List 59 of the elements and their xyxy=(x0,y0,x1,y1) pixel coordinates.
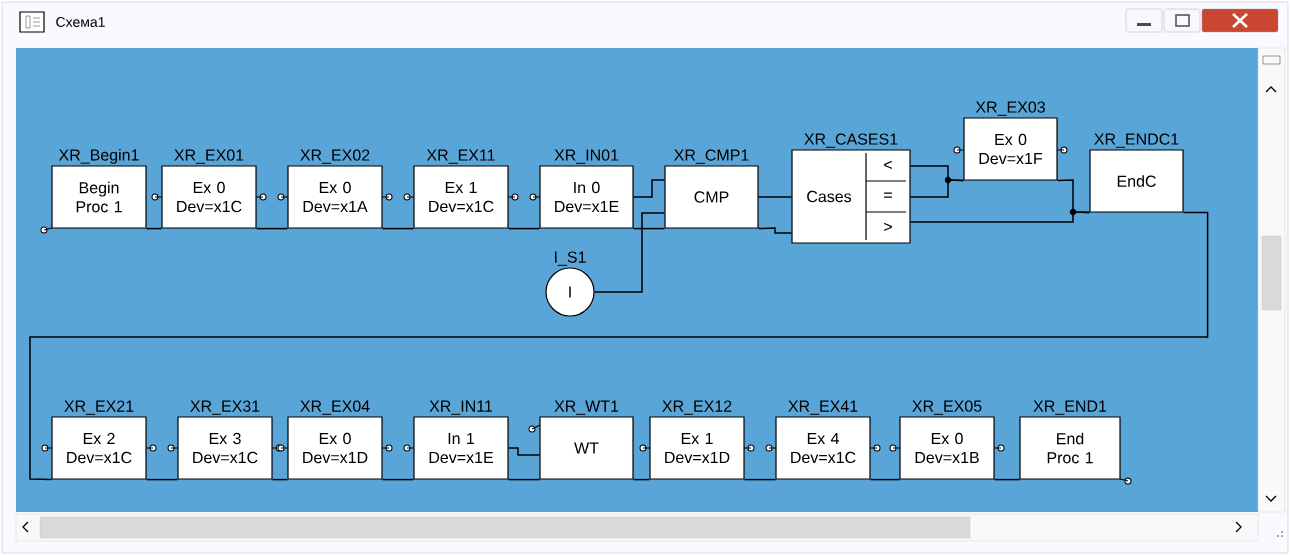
node-label: XR_IN11 xyxy=(429,400,493,415)
block-box: XR_IN11 In 1 Dev=x1E xyxy=(413,400,509,480)
block-box: XR_IN01 In 0 Dev=x1E xyxy=(539,149,634,229)
node-label: XR_EX11 xyxy=(426,149,495,164)
block-box: XR_Begin1 Begin Proc 1 xyxy=(51,148,147,229)
node-label: XR_CMP1 xyxy=(674,149,749,164)
connector-line xyxy=(909,179,965,198)
node-label: XR_CASES1 xyxy=(804,133,898,148)
node-label: XR_END1 xyxy=(1033,400,1107,415)
block-box: XR_ENDC1 EndC xyxy=(1089,133,1184,213)
node-label: XR_EX02 xyxy=(300,149,370,164)
block-box: XR_EX01 Ex 0 Dev=x1C xyxy=(161,149,257,229)
node-label: XR_Begin1 xyxy=(58,148,139,164)
block-box: XR_EX03 Ex 0 Dev=x1F xyxy=(963,101,1058,181)
connector-line xyxy=(29,211,1209,481)
connector-line xyxy=(757,196,793,198)
connector-line xyxy=(632,227,666,230)
block-box: XR_EX05 Ex 0 Dev=x1B xyxy=(899,400,995,480)
node-label: XR_EX21 xyxy=(64,400,134,415)
block-box: XR_EX02 Ex 0 Dev=x1A xyxy=(287,149,383,229)
block-box: XR_EX04 Ex 0 Dev=x1D xyxy=(287,400,383,480)
connector-line xyxy=(593,212,666,293)
block-box: XR_EX12 Ex 1 Dev=x1D xyxy=(649,400,745,480)
window-title: Схема1 xyxy=(56,17,105,27)
node-label: XR_EX03 xyxy=(975,101,1045,116)
connector-line xyxy=(993,478,1021,481)
node-label: XR_EX04 xyxy=(300,400,370,415)
connector-line xyxy=(757,227,793,234)
block-box: XR_EX21 Ex 2 Dev=x1C xyxy=(51,400,147,480)
node-label: XR_EX01 xyxy=(174,149,244,164)
connector-line xyxy=(255,227,289,230)
node-label: XR_EX05 xyxy=(912,400,982,415)
node-label: XR_WT1 xyxy=(554,400,619,415)
node-label: XR_EX41 xyxy=(788,400,858,415)
connector-line xyxy=(507,227,541,230)
node-label: XR_EX31 xyxy=(190,400,260,415)
connector-line xyxy=(632,179,666,198)
connector-line xyxy=(869,478,901,481)
connector-line xyxy=(145,478,179,481)
connector-line xyxy=(909,211,1091,223)
connector-line xyxy=(381,227,415,230)
block-box: XR_WT1 WT xyxy=(539,400,634,480)
connector-line xyxy=(632,478,651,481)
block-box: XR_EX11 Ex 1 Dev=x1C xyxy=(413,149,509,229)
connector-line xyxy=(145,227,163,230)
connector-line xyxy=(381,478,415,481)
node-label: XR_IN01 xyxy=(554,149,619,164)
block-box: XR_CMP1 CMP xyxy=(664,149,759,229)
node-label: XR_EX12 xyxy=(662,400,732,415)
node-label: I_S1 xyxy=(555,251,586,266)
block-box: XR_EX41 Ex 4 Dev=x1C xyxy=(775,400,871,480)
cases-block: XR_CASES1 Cases < = > xyxy=(791,133,911,244)
connector-line xyxy=(507,478,541,481)
node-label: XR_ENDC1 xyxy=(1094,133,1179,148)
connector-line xyxy=(507,447,541,456)
block-box: XR_EX31 Ex 3 Dev=x1C xyxy=(177,400,273,480)
connector-line xyxy=(743,478,777,481)
connector-line xyxy=(271,478,289,481)
block-box: XR_END1 End Proc 1 xyxy=(1019,400,1121,480)
